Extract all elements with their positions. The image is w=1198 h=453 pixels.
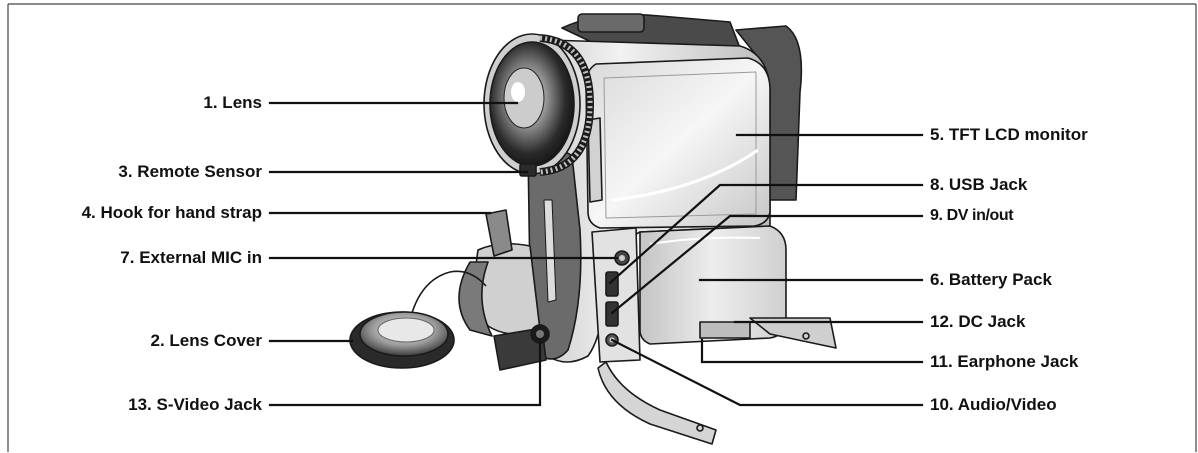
- leader-dv: [610, 214, 924, 315]
- label-hook: 4. Hook for hand strap: [81, 203, 262, 222]
- leader-earphone: [700, 338, 924, 364]
- label-earphone: 11. Earphone Jack: [930, 352, 1079, 371]
- label-lens: 1. Lens: [203, 93, 262, 112]
- label-battery: 6. Battery Pack: [930, 270, 1052, 289]
- label-mic: 7. External MIC in: [120, 248, 262, 267]
- label-av: 10. Audio/Video: [930, 395, 1057, 414]
- leader-lines: [268, 101, 924, 407]
- frame-border: [7, 3, 1197, 452]
- label-remote-sensor: 3. Remote Sensor: [118, 162, 262, 181]
- leader-av: [610, 338, 924, 407]
- leader-svideo: [268, 341, 542, 407]
- label-svideo: 13. S-Video Jack: [128, 395, 262, 414]
- label-lcd: 5. TFT LCD monitor: [930, 125, 1088, 144]
- camcorder-illustration: [349, 13, 837, 445]
- label-lens-cover: 2. Lens Cover: [150, 331, 263, 350]
- leader-usb: [608, 183, 924, 285]
- label-dc: 12. DC Jack: [930, 312, 1026, 331]
- label-dv: 9. DV in/out: [930, 207, 1014, 224]
- label-usb: 8. USB Jack: [930, 175, 1028, 194]
